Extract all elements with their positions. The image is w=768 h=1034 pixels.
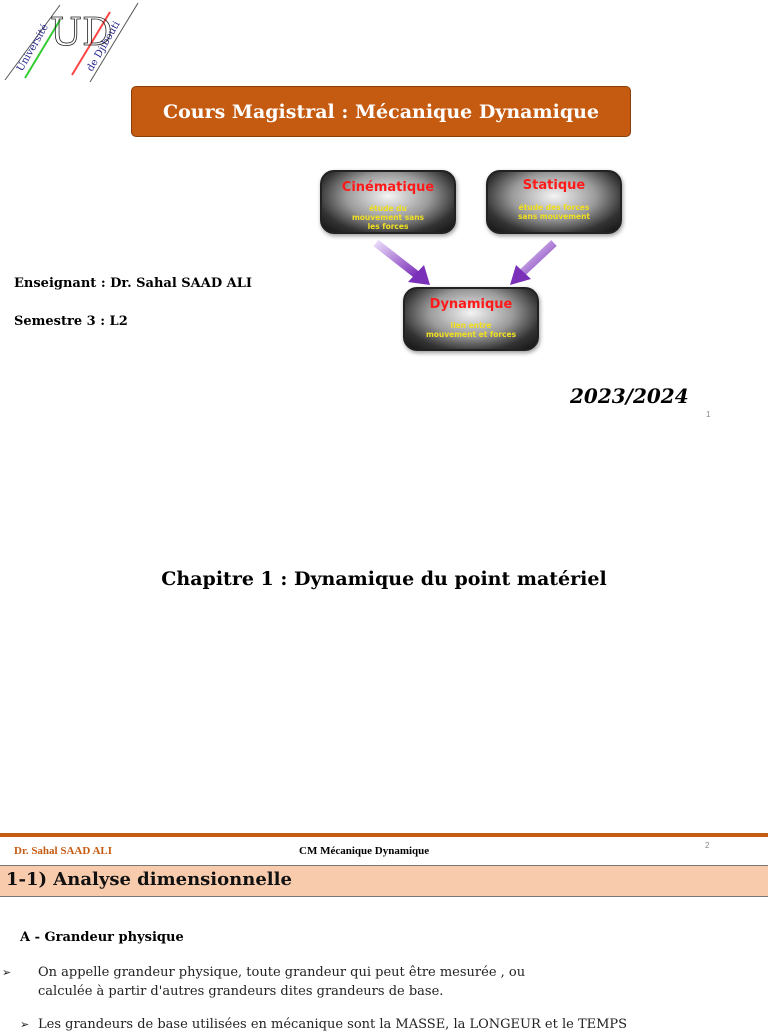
university-logo: Université de Djibouti UD: [4, 2, 139, 83]
page-number: 1: [706, 410, 711, 419]
diagram-node-cinematique: Cinématique étude du mouvement sans les …: [320, 170, 456, 234]
footer-course: CM Mécanique Dynamique: [299, 845, 430, 857]
course-title: Cours Magistral : Mécanique Dynamique: [131, 86, 631, 137]
node-subtitle: étude du mouvement sans les forces: [351, 204, 425, 231]
node-subtitle: lien entre mouvement et forces: [425, 321, 517, 339]
node-subtitle: étude des forces sans mouvement: [517, 203, 591, 221]
page-separator: [0, 833, 768, 837]
academic-year: 2023/2024: [570, 384, 689, 408]
diagram-node-dynamique: Dynamique lien entre mouvement et forces: [403, 287, 539, 351]
bullet-text: Les grandeurs de base utilisées en mécan…: [38, 1017, 628, 1032]
chapter-title: Chapitre 1 : Dynamique du point matériel: [161, 568, 607, 590]
bullet-item: ➢ Les grandeurs de base utilisées en méca…: [20, 1015, 627, 1034]
arrow-icon: [373, 239, 430, 285]
semester-label: Semestre 3 : L2: [14, 314, 128, 329]
node-title: Statique: [522, 178, 586, 193]
section-title: 1-1) Analyse dimensionnelle: [0, 865, 768, 897]
node-title: Cinématique: [341, 180, 435, 195]
bullet-item: ➢ On appelle grandeur physique, toute gra…: [2, 963, 560, 1001]
diagram-node-statique: Statique étude des forces sans mouvement: [486, 170, 622, 234]
svg-text:UD: UD: [50, 10, 113, 54]
arrow-icon: [510, 240, 557, 285]
arrow-bullet-icon: ➢: [2, 966, 12, 979]
bullet-text: On appelle grandeur physique, toute gran…: [38, 965, 526, 999]
node-title: Dynamique: [429, 297, 513, 312]
arrow-bullet-icon: ➢: [20, 1018, 30, 1031]
subsection-title: A - Grandeur physique: [20, 930, 184, 945]
diagram-arrows: [373, 239, 557, 285]
footer-author: Dr. Sahal SAAD ALI: [14, 845, 113, 857]
teacher-label: Enseignant : Dr. Sahal SAAD ALI: [14, 276, 252, 291]
page-number: 2: [705, 841, 710, 850]
